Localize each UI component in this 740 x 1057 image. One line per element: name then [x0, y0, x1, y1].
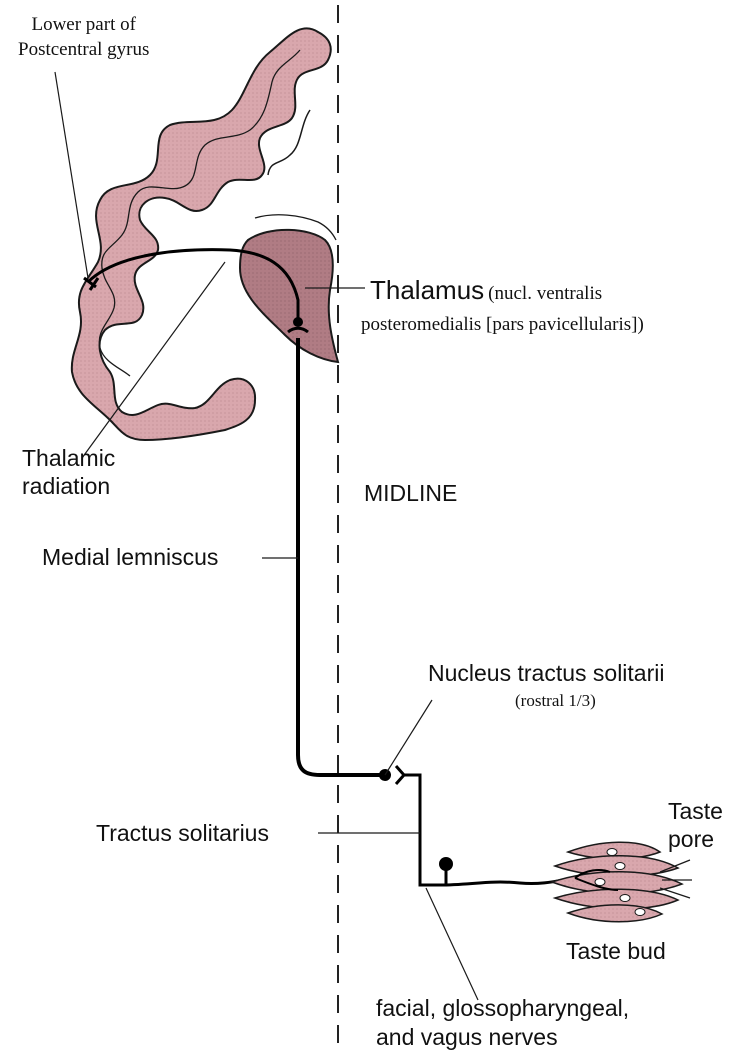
taste-bud: [552, 842, 692, 922]
taste-cell-nucleus-3: [595, 879, 605, 886]
taste-cell-nucleus-1: [607, 849, 617, 856]
label-nerves-line1: facial, glossopharyngeal,: [376, 994, 629, 1023]
label-medial-lemniscus: Medial lemniscus: [42, 544, 218, 571]
medial-lemniscus-fiber: [298, 338, 385, 775]
label-thalamus-detail-2: posteromedialis [pars pavicellularis]): [361, 314, 644, 336]
label-nerves: facial, glossopharyngeal, and vagus nerv…: [376, 994, 629, 1052]
label-taste-bud: Taste bud: [566, 938, 666, 965]
label-midline: MIDLINE: [364, 480, 457, 507]
label-thalamic-radiation: Thalamic radiation: [22, 444, 115, 500]
label-postcentral-line2: Postcentral gyrus: [18, 37, 149, 62]
thalamus-shape: [240, 230, 338, 362]
nts-synapse-ending: [396, 766, 404, 784]
label-nucleus-tractus-solitarii: Nucleus tractus solitarii: [428, 660, 664, 687]
leader-nerves: [426, 888, 478, 1000]
label-thalamus-detail-1: (nucl. ventralis: [488, 283, 602, 304]
leader-postcentral: [55, 72, 88, 278]
thalamus-synapse-dot: [293, 317, 303, 327]
label-nerves-line2: and vagus nerves: [376, 1023, 629, 1052]
taste-cell-nucleus-4: [620, 895, 630, 902]
tractus-solitarius-fiber: [404, 775, 575, 885]
label-nucleus-detail: (rostral 1/3): [515, 691, 596, 711]
label-taste-pore: Taste pore: [668, 797, 723, 853]
label-thalamic-radiation-line1: Thalamic: [22, 444, 115, 472]
label-thalamic-radiation-line2: radiation: [22, 472, 115, 500]
label-postcentral-gyrus: Lower part of Postcentral gyrus: [18, 12, 149, 62]
label-thalamus-name: Thalamus: [370, 275, 484, 305]
label-taste-pore-line1: Taste: [668, 797, 723, 825]
ganglion-cell-body: [439, 857, 453, 871]
label-taste-pore-line2: pore: [668, 825, 723, 853]
taste-cell-nucleus-2: [615, 863, 625, 870]
label-tractus-solitarius: Tractus solitarius: [96, 820, 269, 847]
label-thalamus: Thalamus (nucl. ventralis: [370, 275, 602, 306]
taste-cell-nucleus-5: [635, 909, 645, 916]
leader-nts: [385, 700, 432, 775]
label-postcentral-line1: Lower part of: [18, 12, 149, 37]
